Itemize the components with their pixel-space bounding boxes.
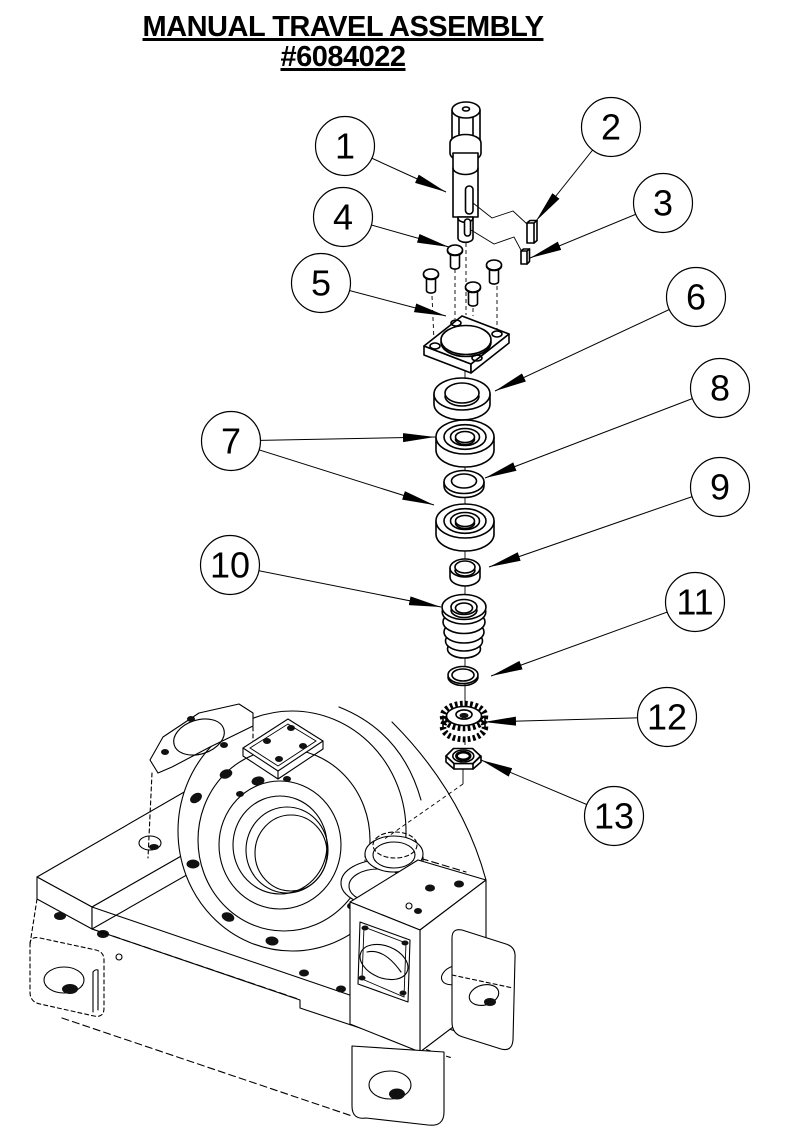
- screw-parts: [422, 244, 503, 307]
- leader-6: [494, 296, 697, 392]
- screw-1: [446, 244, 464, 270]
- callout-balloon-5: 5: [290, 252, 352, 314]
- leader-11: [490, 601, 696, 677]
- callout-balloon-2: 2: [580, 96, 642, 158]
- base-housing-drawing: [29, 703, 516, 1126]
- spacer-ring-part: [433, 377, 491, 421]
- hex-nut-part: [445, 747, 482, 770]
- callout-label-9: 9: [710, 467, 730, 508]
- mount-plate-part: [423, 315, 510, 374]
- callout-balloons: 1 2 3 4 5 6 7: [199, 96, 751, 847]
- leader-lines: [229, 126, 721, 817]
- callout-balloon-1: 1: [314, 115, 376, 177]
- callout-balloon-7: 7: [200, 410, 262, 472]
- callout-balloon-4: 4: [312, 186, 374, 248]
- retaining-ring-part: [447, 665, 479, 687]
- drawing-number: #6084022: [280, 41, 406, 74]
- worm-part: [441, 593, 487, 659]
- callout-balloon-9: 9: [689, 456, 751, 518]
- leader-12: [483, 716, 668, 726]
- screw-2: [422, 268, 440, 294]
- title-block: MANUAL TRAVEL ASSEMBLY #6084022: [103, 12, 583, 73]
- callout-label-3: 3: [653, 183, 673, 224]
- callout-label-12: 12: [647, 697, 687, 738]
- callout-label-5: 5: [311, 263, 331, 304]
- callout-balloon-10: 10: [199, 534, 261, 596]
- bearing-lower-part: [435, 503, 495, 552]
- screw-4: [485, 259, 503, 285]
- washer-part: [443, 469, 485, 499]
- callout-balloon-13: 13: [583, 785, 645, 847]
- callout-label-4: 4: [333, 197, 353, 238]
- callout-label-1: 1: [335, 126, 355, 167]
- leader-8: [484, 387, 721, 479]
- key-parts: [470, 202, 538, 265]
- callout-label-8: 8: [710, 368, 730, 409]
- leader-9: [488, 486, 721, 568]
- callout-balloon-12: 12: [636, 686, 698, 748]
- callout-label-6: 6: [686, 277, 706, 318]
- callout-label-2: 2: [601, 107, 621, 148]
- callout-balloon-8: 8: [689, 357, 751, 419]
- gear-part: [439, 700, 489, 743]
- callout-label-7: 7: [221, 421, 241, 462]
- callout-label-11: 11: [676, 582, 713, 623]
- bearing-upper-part: [435, 419, 495, 468]
- small-spacer-part: [449, 558, 481, 587]
- screw-3: [464, 281, 482, 307]
- shaft-part: [449, 101, 482, 244]
- leader-7a: [230, 433, 436, 443]
- callout-balloon-6: 6: [665, 266, 727, 328]
- callout-label-13: 13: [594, 796, 634, 837]
- leader-10: [229, 564, 442, 608]
- callout-balloon-3: 3: [632, 172, 694, 234]
- callout-balloon-11: 11: [664, 571, 726, 633]
- leader-7b: [230, 440, 435, 506]
- drawing-title: MANUAL TRAVEL ASSEMBLY: [142, 11, 544, 43]
- callout-label-10: 10: [210, 545, 250, 586]
